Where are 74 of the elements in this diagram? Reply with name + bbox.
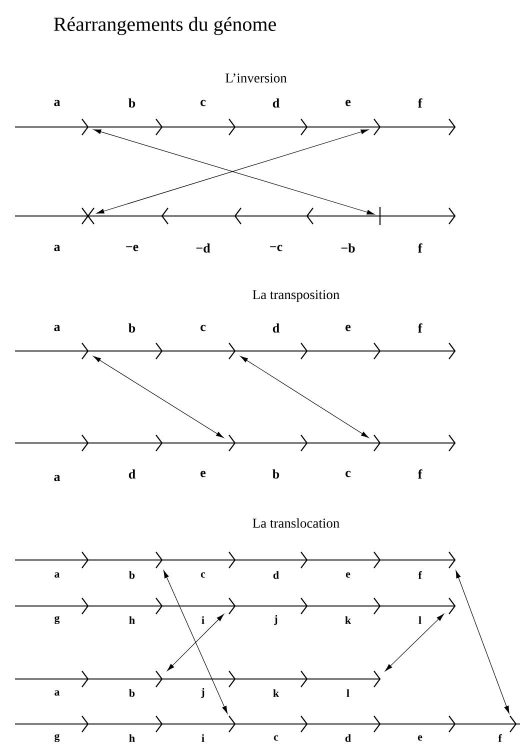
chevron-mark <box>374 670 381 688</box>
chevron-mark <box>156 670 163 688</box>
segment-label: a <box>54 244 60 252</box>
segment-label: g <box>54 734 60 742</box>
segment-label: f <box>418 243 422 253</box>
segment-label: a <box>54 100 60 106</box>
segment-label: b <box>129 571 135 579</box>
chevron-mark <box>228 434 236 452</box>
chevron-mark <box>82 118 89 136</box>
segment-label: f <box>498 734 502 742</box>
segment-label: h <box>129 616 135 624</box>
segment-label: j <box>201 688 204 698</box>
chevron-mark <box>228 598 236 614</box>
segment-label: f <box>418 323 422 333</box>
segment-label: e <box>418 735 422 741</box>
segment-label: −e <box>126 244 138 252</box>
double-arrow <box>456 570 510 714</box>
segment-label: c <box>274 735 278 741</box>
segment-label: b <box>128 98 136 108</box>
chevron-mark <box>374 118 381 136</box>
chevron-mark <box>156 552 163 568</box>
break-tick <box>379 207 381 225</box>
segment-label: b <box>129 689 135 697</box>
title: Réarrangements du génome <box>54 16 276 36</box>
segment-label: a <box>54 572 60 578</box>
segment-label: i <box>202 734 204 742</box>
segment-label: a <box>54 474 60 482</box>
chevron-mark <box>448 552 456 568</box>
double-arrow <box>93 356 224 438</box>
segment-label: c <box>200 572 206 578</box>
segment-label: j <box>274 615 278 625</box>
double-arrow <box>163 570 228 714</box>
segment-label: c <box>346 470 351 478</box>
segment-label: d <box>273 571 279 579</box>
segment-label: k <box>273 689 280 697</box>
segment-label: c <box>200 324 206 332</box>
segment-label: e <box>346 100 351 106</box>
double-arrow <box>167 614 224 671</box>
double-arrow <box>240 356 369 438</box>
segment-label: l <box>418 616 422 624</box>
segment-label: i <box>202 616 204 624</box>
segment-label: a <box>54 324 60 332</box>
segment-label: k <box>345 616 352 624</box>
chevron-mark <box>374 434 381 452</box>
double-arrow <box>385 614 444 672</box>
segment-label: g <box>54 616 60 624</box>
chevron-mark <box>228 342 236 360</box>
segment-label: d <box>128 469 136 479</box>
segment-label: f <box>418 571 422 579</box>
segment-label: f <box>418 98 422 108</box>
segment-label: a <box>54 690 60 696</box>
segment-label: b <box>128 323 136 333</box>
segment-label: −d <box>196 243 210 253</box>
segment-label: f <box>418 469 422 479</box>
segment-label: e <box>346 572 350 578</box>
segment-label: l <box>346 689 350 697</box>
cross-mark <box>81 207 95 225</box>
segment-label: d <box>345 734 351 742</box>
chevron-mark <box>82 342 89 360</box>
chevron-mark <box>228 716 236 732</box>
segment-label: c <box>200 100 206 106</box>
section-heading: La transposition <box>252 290 340 302</box>
section-heading: La translocation <box>252 518 340 528</box>
section-heading: L’inversion <box>226 73 287 83</box>
segment-label: e <box>346 324 351 332</box>
segment-label: d <box>272 98 280 108</box>
chevron-mark <box>510 716 517 732</box>
segment-label: −c <box>270 244 282 252</box>
segment-label: −b <box>341 243 355 253</box>
chevron-mark <box>448 598 456 614</box>
segment-label: b <box>272 469 280 479</box>
segment-label: d <box>272 323 280 333</box>
segment-label: e <box>200 470 206 478</box>
segment-label: h <box>129 734 135 742</box>
